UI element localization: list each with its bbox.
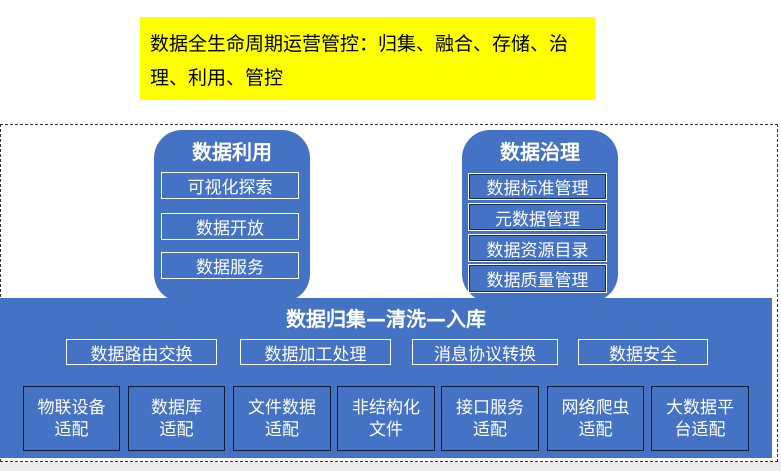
adapter-box: 接口服务 适配 bbox=[441, 386, 539, 451]
govern-item: 数据资源目录 bbox=[468, 234, 607, 262]
govern-title: 数据治理 bbox=[500, 140, 580, 164]
utilize-item: 数据服务 bbox=[161, 252, 299, 279]
collection-title: 数据归集—清洗—入库 bbox=[286, 307, 486, 331]
function-box: 数据路由交换 bbox=[66, 339, 217, 365]
utilize-item: 数据开放 bbox=[161, 213, 299, 240]
adapter-label: 非结构化 文件 bbox=[352, 397, 420, 440]
adapter-box: 文件数据 适配 bbox=[233, 386, 331, 451]
govern-item: 元数据管理 bbox=[468, 203, 607, 231]
adapter-label: 数据库 适配 bbox=[151, 397, 202, 440]
adapter-label: 大数据平 台适配 bbox=[666, 397, 734, 440]
function-box: 数据安全 bbox=[578, 339, 708, 365]
adapter-box: 大数据平 台适配 bbox=[651, 386, 749, 451]
adapter-box: 非结构化 文件 bbox=[337, 386, 435, 451]
adapter-label: 接口服务 适配 bbox=[456, 397, 524, 440]
govern-item: 数据标准管理 bbox=[468, 173, 607, 200]
function-box: 消息协议转换 bbox=[412, 339, 558, 365]
adapter-label: 网络爬虫 适配 bbox=[561, 397, 630, 440]
adapter-box: 数据库 适配 bbox=[128, 386, 225, 451]
utilize-item: 可视化探索 bbox=[161, 172, 299, 199]
footer-strip bbox=[0, 462, 781, 471]
utilize-title: 数据利用 bbox=[192, 140, 272, 164]
summary-note: 数据全生命周期运营管控：归集、融合、存储、治理、利用、管控 bbox=[140, 17, 595, 100]
utilize-panel: 数据利用 bbox=[154, 130, 310, 302]
govern-panel: 数据治理 bbox=[462, 130, 618, 302]
function-box: 数据加工处理 bbox=[240, 339, 391, 365]
govern-item: 数据质量管理 bbox=[468, 264, 607, 293]
adapter-box: 物联设备 适配 bbox=[23, 386, 120, 451]
architecture-frame bbox=[0, 124, 778, 462]
adapter-label: 文件数据 适配 bbox=[248, 397, 316, 440]
adapter-label: 物联设备 适配 bbox=[37, 397, 106, 440]
adapter-box: 网络爬虫 适配 bbox=[547, 386, 644, 451]
